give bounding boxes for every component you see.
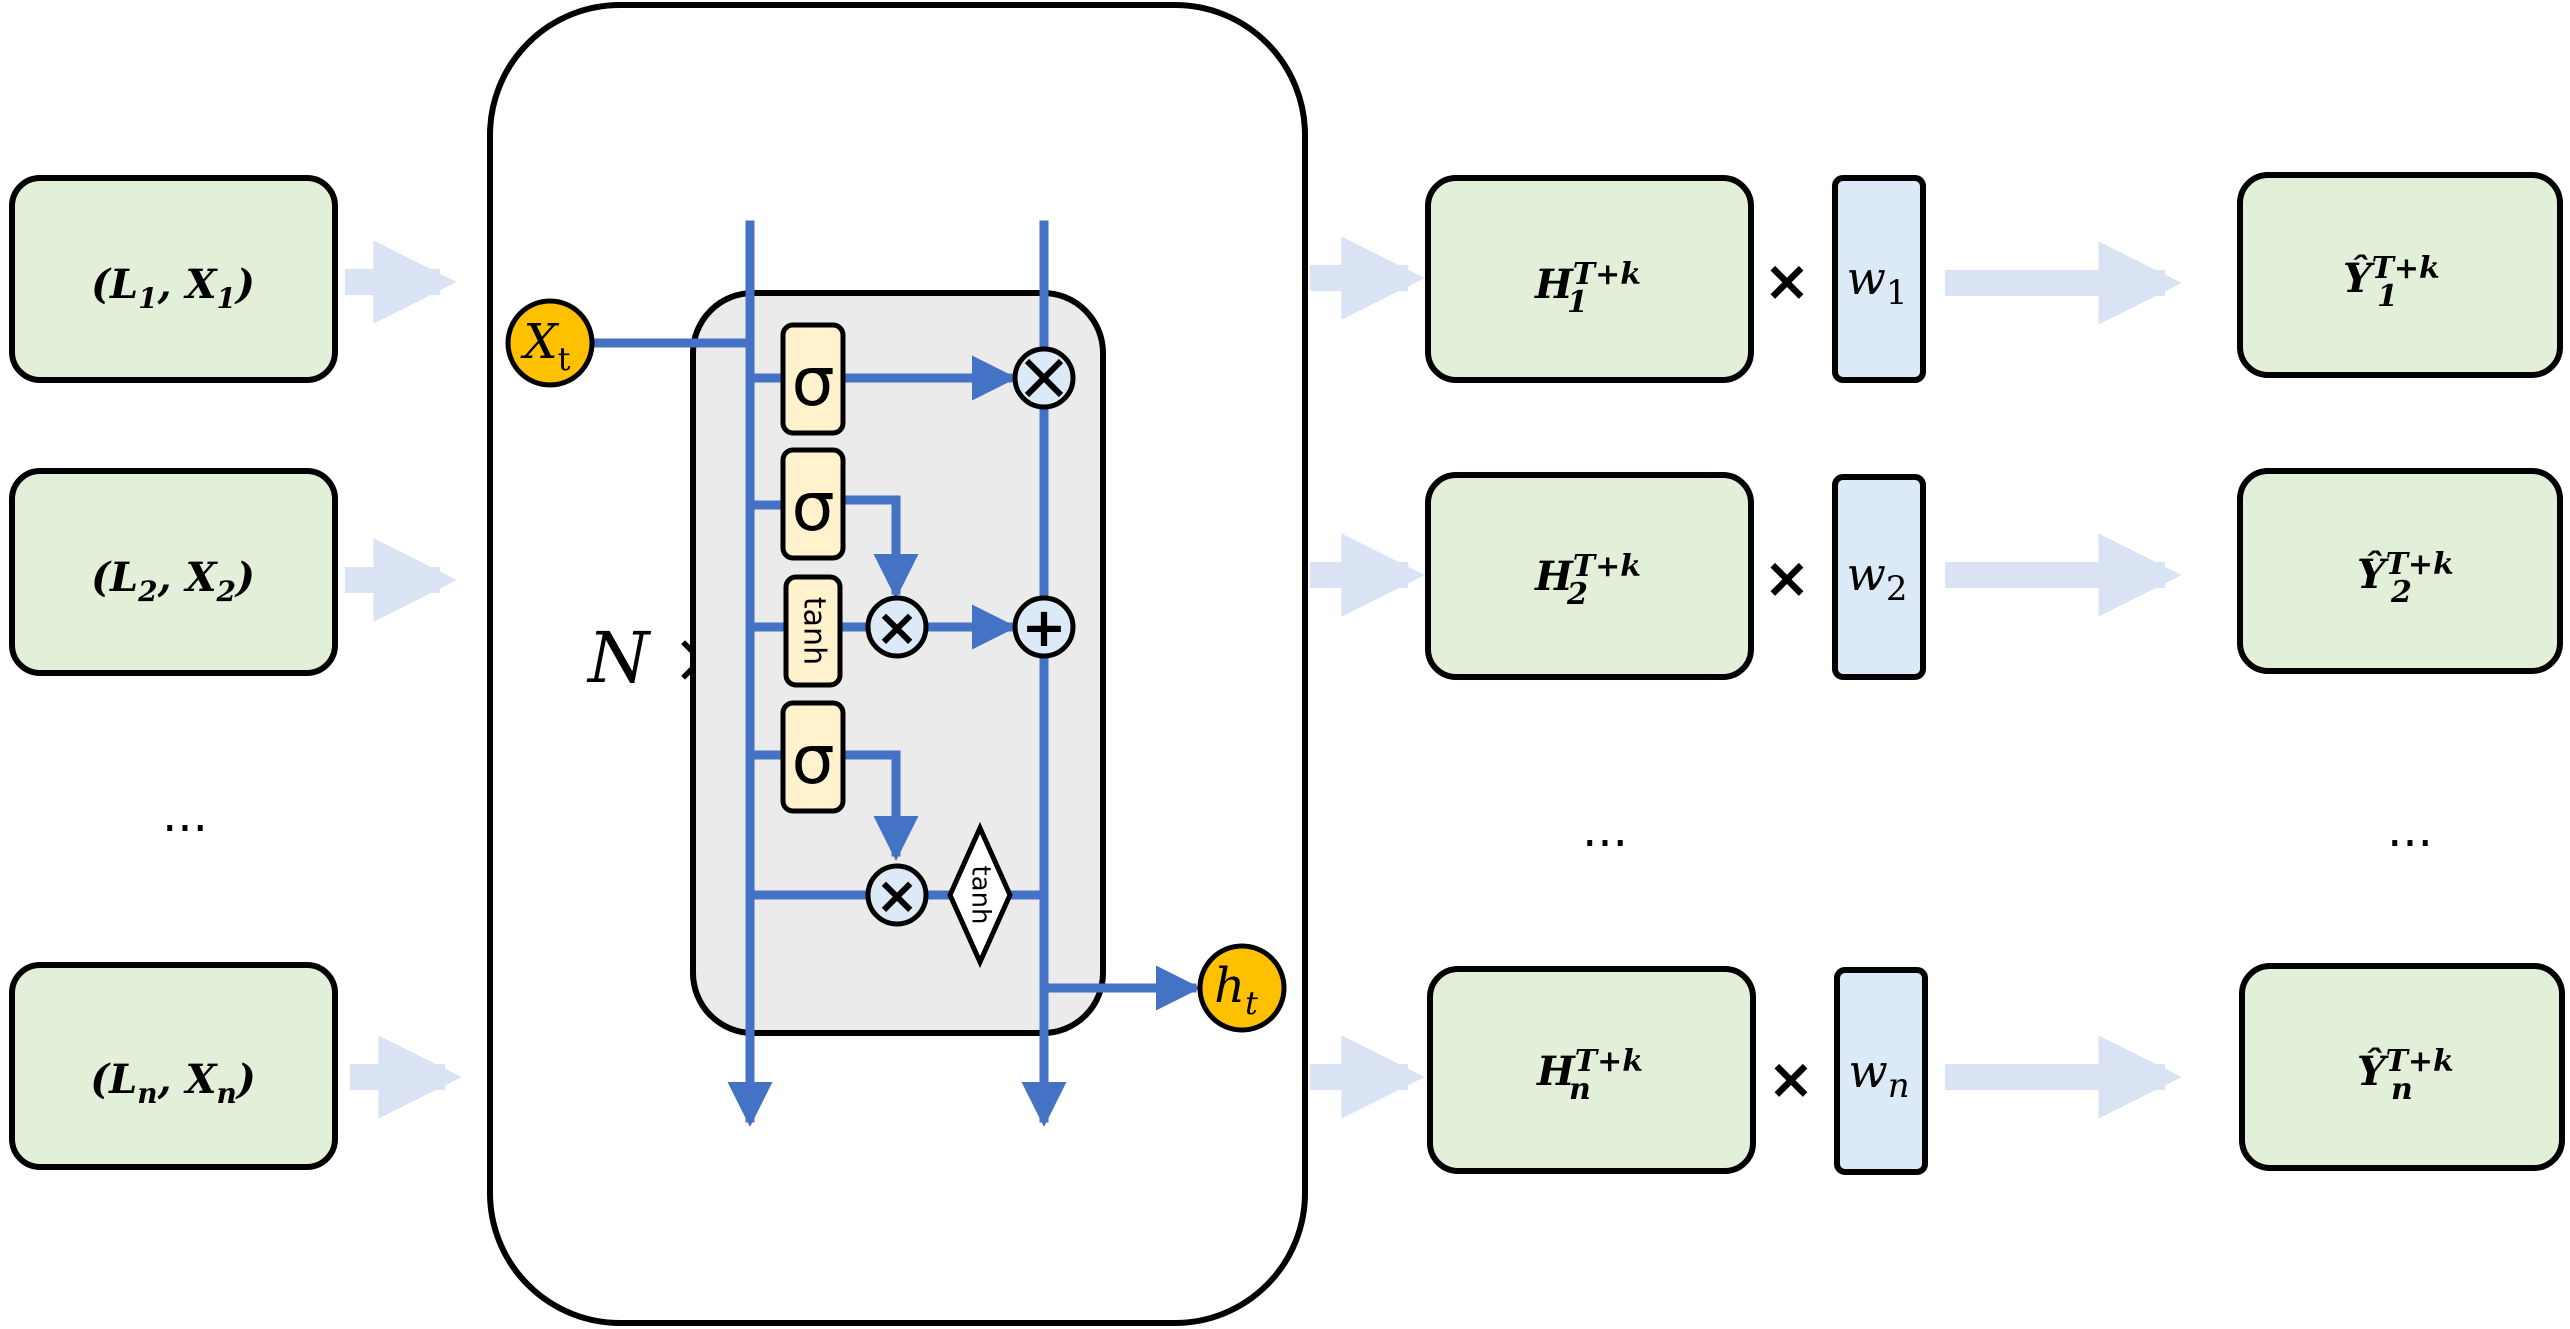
weight-box-n: wn: [1834, 967, 1928, 1175]
wire-input-gate: [835, 495, 919, 599]
hidden-ellipsis: ···: [1582, 816, 1628, 872]
op-forget-mul: ⊗: [1012, 346, 1076, 410]
svg-text:tanh: tanh: [797, 597, 832, 665]
svg-text:w2: w2: [1846, 547, 1907, 609]
outputs-ellipsis: ···: [2387, 816, 2433, 872]
op-add: +: [1012, 595, 1076, 659]
svg-text:w1: w1: [1846, 251, 1907, 313]
svg-text:ŶT+kn: ŶT+kn: [2357, 1044, 2454, 1107]
gate-candidate: tanh: [783, 574, 843, 688]
svg-text:σ: σ: [791, 721, 834, 800]
svg-text:ŶT+k2: ŶT+k2: [2357, 547, 2454, 610]
wire-output-gate: [840, 750, 919, 861]
inputs-ellipsis: ···: [162, 801, 208, 857]
weight-box-1: w1: [1832, 175, 1926, 383]
svg-text:tanh: tanh: [966, 865, 996, 924]
svg-text:HT+kn: HT+kn: [1536, 1044, 1643, 1107]
svg-text:ŶT+k1: ŶT+k1: [2343, 251, 2440, 314]
svg-text:wn: wn: [1848, 1044, 1909, 1106]
times-sign-2: ×: [1764, 546, 1811, 611]
svg-text:HT+k1: HT+k1: [1534, 257, 1641, 320]
times-sign-1: ×: [1764, 249, 1811, 314]
svg-text:ht: ht: [1214, 958, 1258, 1022]
input-label-2: (L2, X2): [91, 554, 255, 608]
input-arrows: [345, 240, 462, 1119]
node-ht: ht: [1197, 943, 1287, 1033]
svg-text:×: ×: [875, 598, 919, 658]
svg-text:Xt: Xt: [519, 314, 570, 378]
gate-input: σ: [780, 447, 846, 561]
svg-text:σ: σ: [791, 468, 834, 547]
op-output-mul: ×: [865, 863, 929, 927]
input-label-n: (Ln, Xn): [90, 1056, 256, 1110]
times-sign-n: ×: [1768, 1047, 1815, 1112]
output-arrows: [1945, 241, 2182, 1119]
input-box-n: (Ln, Xn): [9, 962, 338, 1170]
svg-text:σ: σ: [791, 343, 834, 422]
svg-text:×: ×: [875, 866, 919, 926]
weight-box-2: w2: [1832, 474, 1926, 680]
input-box-2: (L2, X2): [9, 468, 338, 676]
hidden-arrows: [1310, 236, 1425, 1119]
op-input-mul: ×: [865, 595, 929, 659]
gate-output: σ: [780, 700, 846, 814]
gate-forget: σ: [780, 322, 846, 436]
op-out-tanh: tanh: [947, 821, 1013, 969]
svg-text:+: +: [1021, 596, 1066, 659]
input-label-1: (L1, X1): [91, 261, 255, 315]
node-xt: Xt: [505, 298, 595, 388]
svg-text:HT+k2: HT+k2: [1534, 549, 1641, 612]
input-box-1: (L1, X1): [9, 175, 338, 383]
